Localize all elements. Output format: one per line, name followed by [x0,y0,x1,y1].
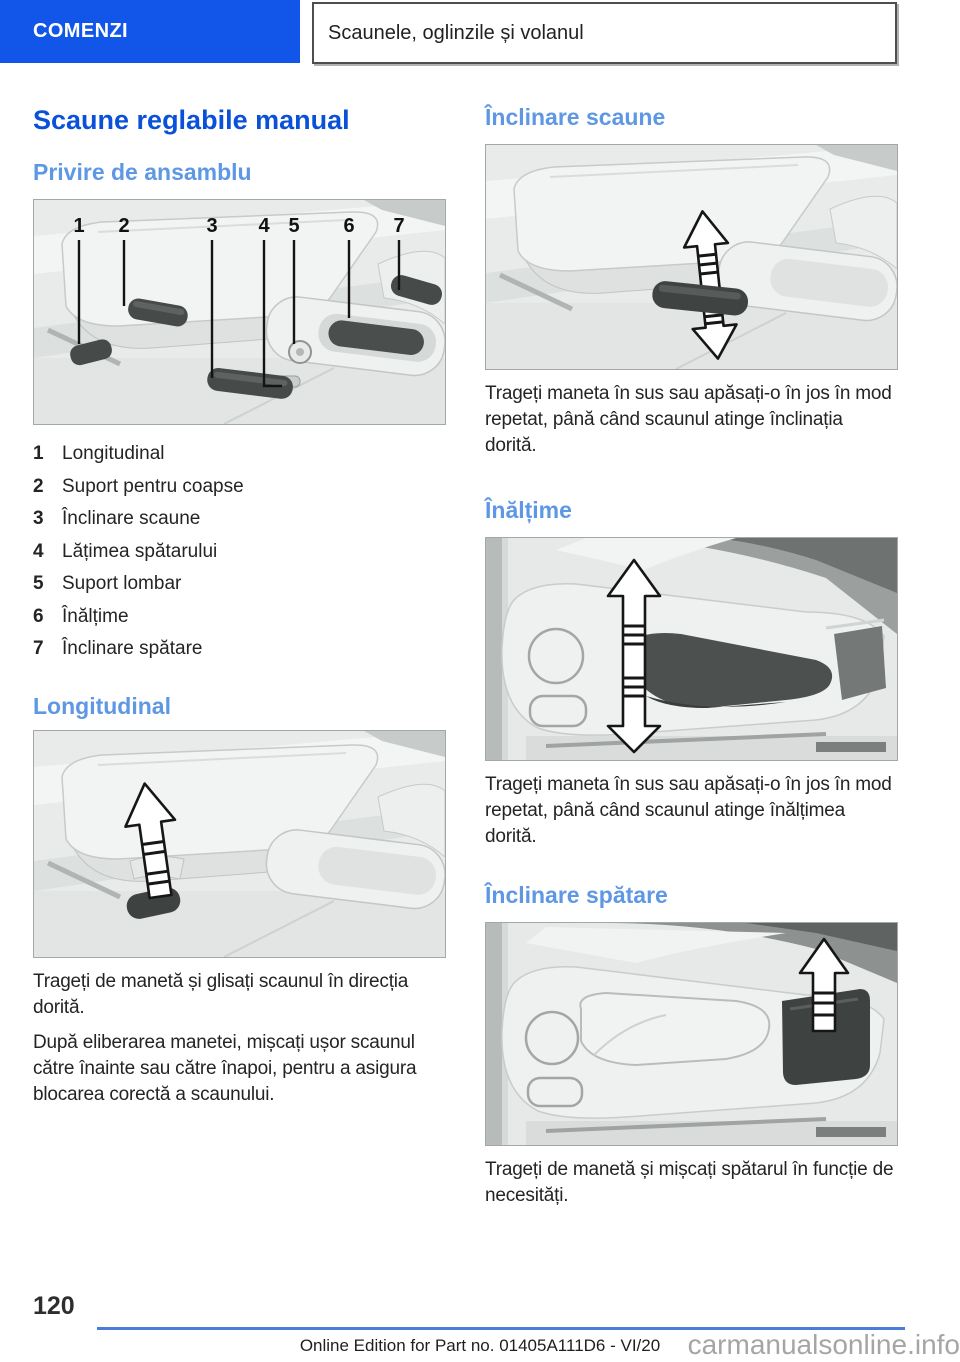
legend-num: 6 [33,605,44,627]
longitudinal-paragraph-2: După eliberarea manetei, mișcați ușor sc… [33,1031,417,1105]
backrest-tilt-figure [485,922,898,1146]
callout-lines [77,240,401,388]
callout-number-4: 4 [258,215,270,237]
section-label: COMENZI [33,20,129,42]
right-column: Înclinare scaune [485,0,898,1209]
height-paragraph: Trageți maneta în sus sau apăsați-o în j… [485,774,892,847]
callout-number-5: 5 [288,215,299,237]
longitudinal-figure [33,729,446,958]
legend-label: Suport pentru coapse [62,475,244,497]
legend-label: Longitudinal [62,443,165,464]
page-title: Scaune reglabile manual [33,105,350,135]
backrest-tilt-image [486,923,897,1145]
left-column: Scaune reglabile manual Privire de ansam… [33,0,446,1108]
legend-item: 3 Înclinare scaune [33,503,446,536]
legend-num: 1 [33,443,44,464]
legend-label: Înălțime [62,605,129,627]
section-tab: COMENZI [0,0,300,63]
legend-label: Lățimea spătarului [62,540,218,562]
seat-tilt-paragraph: Trageți maneta în sus sau apăsați-o în j… [485,383,892,456]
height-heading: Înălțime [485,497,572,523]
longitudinal-paragraph-1: Trageți de manetă și glisați scaunul în … [33,970,409,1018]
seat-tilt-image [486,145,897,369]
callout-number-7: 7 [393,215,404,237]
watermark-text: carmanualsonline.info [687,1329,960,1360]
legend-num: 4 [33,540,44,562]
legend-label: Suport lombar [62,573,182,594]
legend-item: 5 Suport lombar [33,568,446,601]
longitudinal-heading: Longitudinal [33,692,171,719]
callout-number-3: 3 [206,215,217,237]
legend-item: 2 Suport pentru coapse [33,471,446,504]
up-arrow-icon [124,781,177,899]
overview-heading: Privire de ansamblu [33,159,252,185]
backrest-tilt-heading: Înclinare spătare [485,882,668,908]
chapter-title: Scaunele, oglinzile și volanul [328,21,584,44]
legend-label: Înclinare spătare [62,638,203,659]
height-lever-image [486,538,897,760]
edition-note: Online Edition for Part no. 01405A111D6 … [299,1336,661,1355]
callout-number-2: 2 [118,215,129,237]
up-down-arrow-icon [606,558,662,754]
callout-number-6: 6 [343,215,354,237]
backrest-tilt-paragraph: Trageți de manetă și mișcați spătarul în… [485,1159,894,1206]
legend-item: 6 Înălțime [33,601,446,634]
legend-num: 2 [33,475,44,497]
page-number: 120 [33,1292,75,1320]
legend-num: 3 [33,508,44,529]
overview-seat-image: 1 2 3 4 5 6 7 [34,200,445,424]
seat-tilt-figure [485,144,898,370]
chapter-title-box: Scaunele, oglinzile și volanul [312,2,897,64]
overview-seat-figure: 1 2 3 4 5 6 7 [33,199,446,425]
longitudinal-seat-image [34,730,445,957]
footer-divider-line [97,1327,905,1330]
legend-label: Înclinare scaune [62,508,201,529]
seat-tilt-heading: Înclinare scaune [485,104,666,130]
callout-number-1: 1 [73,215,84,237]
legend-num: 7 [33,638,44,659]
legend-num: 5 [33,573,44,594]
legend-item: 1 Longitudinal [33,438,446,471]
height-figure [485,537,898,761]
up-down-arrow-icon [682,210,738,360]
legend-item: 7 Înclinare spătare [33,633,446,666]
legend-item: 4 Lățimea spătarului [33,536,446,569]
up-arrow-icon [798,937,850,1033]
